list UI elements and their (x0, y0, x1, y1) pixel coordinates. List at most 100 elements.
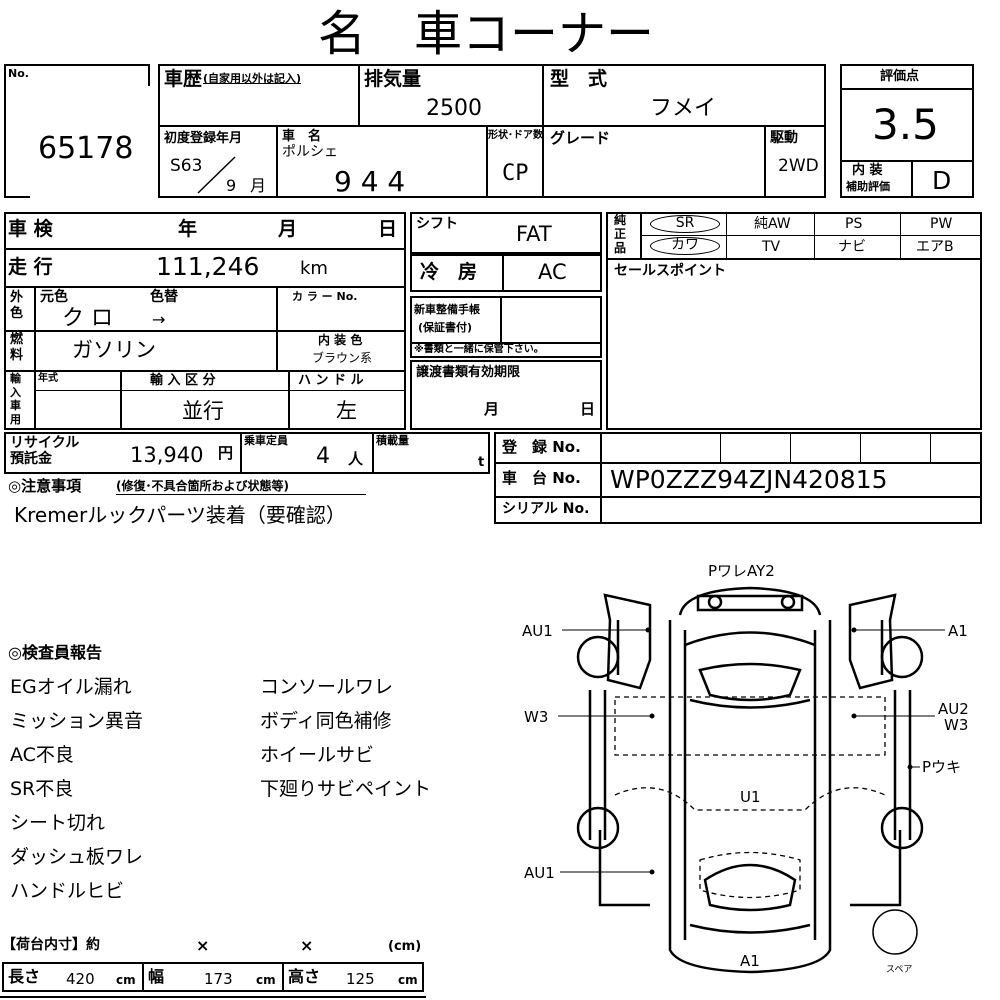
history-label: 車歴 (164, 68, 203, 90)
orig-color-value: ク ロ (62, 306, 113, 331)
cargo-width-cm: cm (256, 973, 276, 987)
notes-value: Kremerルックパーツ装着（要確認） (14, 503, 346, 527)
inspector-left-4: シート切れ (10, 812, 106, 834)
diagram-fl: AU1 (522, 622, 553, 640)
mileage-label: 走 行 (8, 256, 53, 278)
cargo-width: 173 (204, 970, 233, 988)
shaken-label: 車 検 (8, 218, 53, 240)
load-label: 積載量 (376, 434, 409, 447)
transfer-month: 月 (484, 400, 500, 418)
car-name-label: 車 名 (282, 129, 322, 144)
registration-label: 登 録 No. (502, 438, 581, 456)
first-reg-month-unit: 月 (250, 176, 267, 195)
interior-eval-label2: 補助評価 (846, 180, 890, 193)
cargo-width-label: 幅 (148, 967, 165, 986)
serial-label: シリアル No. (502, 501, 590, 517)
recycle-box (4, 432, 490, 474)
cargo-length: 420 (66, 970, 95, 988)
notes-label: ◎注意事項 (8, 477, 82, 495)
handle-value: 左 (336, 399, 357, 423)
diagram-ml: W3 (524, 708, 548, 726)
inspector-left-2: AC不良 (10, 744, 74, 766)
cargo-x2: × (300, 936, 314, 955)
handle-label: ハ ン ド ル (298, 373, 364, 388)
inspector-left-3: SR不良 (10, 778, 74, 800)
warranty-label1: 新車整備手帳 (414, 303, 480, 316)
cargo-unit: (cm) (388, 939, 422, 954)
repaint-value: → (152, 310, 166, 329)
load-unit: t (478, 455, 485, 470)
car-damage-diagram: PワレAY2 AU1 A1 W3 AU2 W3 Pウキ U1 AU1 A1 スペ… (522, 562, 969, 975)
shift-label: シフト (416, 216, 458, 232)
notes-sub: (修復･不具合箇所および状態等) (116, 479, 289, 493)
shift-box (410, 212, 602, 254)
stock-no-label: No. (8, 67, 29, 80)
interior-eval-label1: 内 装 (852, 163, 883, 178)
evaluation-score: 3.5 (872, 100, 939, 149)
color-no-label: カ ラ ー No. (292, 290, 358, 303)
car-name: 9 4 4 (334, 165, 406, 198)
recycle-value: 13,940 (130, 443, 204, 467)
evaluation-box (840, 64, 974, 198)
transfer-label: 譲渡書類有効期限 (416, 365, 521, 380)
inspector-left-6: ハンドルヒビ (10, 880, 125, 902)
grade-label: グレード (550, 129, 611, 147)
history-note: (自家用以外は記入) (203, 72, 302, 85)
import-type-value: 並行 (182, 399, 224, 423)
registration-box (494, 432, 982, 524)
cargo-height-cm: cm (398, 973, 418, 987)
inspector-right-1: ボディ同色補修 (260, 710, 392, 732)
genuine-navi: ナビ (838, 239, 866, 255)
genuine-label: 純正品 (614, 213, 627, 255)
diagram-rl: AU1 (524, 864, 555, 882)
cargo-length-label: 長さ (8, 967, 41, 986)
drive-label: 駆動 (770, 130, 798, 146)
genuine-leather: カワ (650, 237, 720, 255)
inspector-left-1: ミッション異音 (10, 710, 144, 732)
diagram-top-label: PワレAY2 (708, 562, 775, 580)
transfer-day: 日 (580, 400, 596, 418)
ac-box (410, 254, 602, 292)
body-value: CP (502, 161, 529, 186)
chassis-label: 車 台 No. (502, 469, 581, 487)
inspector-label: ◎検査員報告 (8, 643, 102, 662)
genuine-airbag: エアB (916, 239, 954, 255)
warranty-label2: (保証書付) (418, 321, 473, 334)
recycle-label2: 預託金 (10, 451, 52, 467)
recycle-label1: リサイクル (10, 435, 80, 451)
first-reg-month: 9 (226, 176, 237, 195)
body-label: 形状･ドア数 (488, 130, 543, 141)
shift-value: FAT (516, 222, 552, 246)
genuine-sr: SR (650, 215, 720, 233)
fuel-label: 燃料 (10, 332, 24, 363)
genuine-ps: PS (845, 216, 863, 232)
chassis-value: WP0ZZZ94ZJN420815 (610, 465, 888, 494)
stock-number: 65178 (38, 131, 134, 166)
mileage-unit: km (300, 258, 328, 279)
shaken-month: 月 (278, 218, 298, 240)
diagram-mr2: W3 (944, 716, 968, 734)
genuine-tv: TV (762, 239, 781, 255)
cargo-box (2, 962, 424, 992)
cargo-x1: × (196, 936, 210, 955)
import-type-label: 輸 入 区 分 (150, 373, 216, 388)
orig-color-label: 元色 (40, 289, 68, 305)
ac-value: AC (538, 260, 567, 284)
diagram-side-r: Pウキ (922, 758, 961, 776)
genuine-box (606, 212, 982, 430)
inspector-right-0: コンソールワレ (260, 676, 394, 698)
diagram-bottom: A1 (740, 952, 760, 970)
displacement-value: 2500 (426, 96, 482, 121)
genuine-pw: PW (930, 216, 953, 232)
cargo-height-label: 高さ (288, 967, 321, 986)
model-value: フメイ (650, 96, 717, 121)
mileage-value: 111,246 (156, 252, 260, 281)
interior-color-label: 内 装 色 (318, 333, 363, 347)
import-year-label: 年式 (38, 373, 58, 384)
displacement-label: 排気量 (364, 68, 422, 90)
cargo-length-cm: cm (116, 973, 136, 987)
warranty-note: ※書類と一緒に保管下さい。 (414, 344, 544, 355)
ac-label: 冷 房 (420, 261, 478, 283)
diagram-center: U1 (740, 788, 761, 806)
repaint-label: 色替 (150, 289, 178, 305)
